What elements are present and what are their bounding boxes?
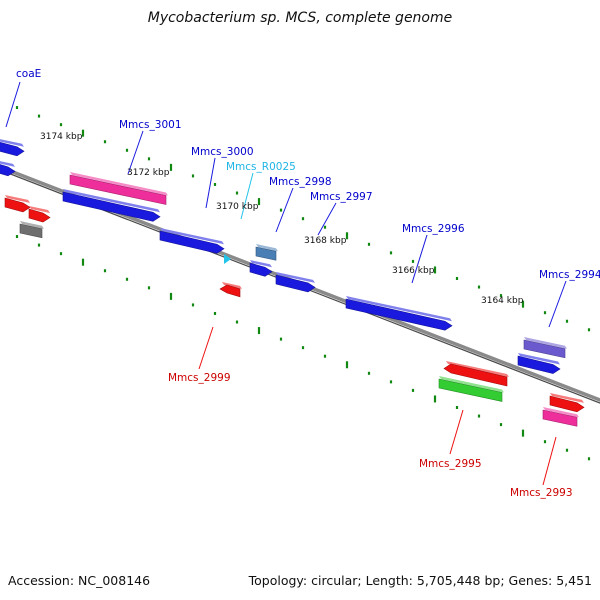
genome-summary-text: Topology: circular; Length: 5,705,448 bp… xyxy=(248,573,592,588)
gene-block-left-blue[interactable] xyxy=(62,189,161,222)
connector-mmcs-2993 xyxy=(542,436,557,486)
gene-block-mmcs-2996-face xyxy=(345,298,453,331)
scale-ticks xyxy=(15,106,591,461)
connector-mmcs-2999 xyxy=(198,326,214,370)
gene-label-mmcs-2993[interactable]: Mmcs_2993 xyxy=(510,487,573,499)
gene-block-mmcs-3001[interactable] xyxy=(69,172,168,205)
scale-label-3164: 3164 kbp xyxy=(481,296,524,306)
connector-mmcs-2994 xyxy=(548,280,567,328)
gene-block-mmcs-2995-red-face xyxy=(443,363,508,387)
gene-label-mmcs-2997[interactable]: Mmcs_2997 xyxy=(310,191,373,203)
gene-block-right-red-top xyxy=(550,393,584,403)
connector-mmcs-2997 xyxy=(317,202,337,236)
gene-label-coaE[interactable]: coaE xyxy=(16,68,41,80)
connector-mmcs-2995 xyxy=(449,409,464,455)
gene-block-mmcs-2993-face xyxy=(542,409,578,427)
gene-block-mmcs-3001-face xyxy=(69,174,167,205)
connector-mmcs-3000 xyxy=(205,157,216,209)
gene-block-coaE-1-face xyxy=(0,142,25,157)
gene-block-small-blue-face xyxy=(249,262,273,277)
gene-block-mmcs-2999[interactable] xyxy=(219,282,242,298)
gene-block-right-blue-top xyxy=(518,353,560,365)
gene-block-mmcs-2997-face xyxy=(275,274,316,293)
gene-block-mmcs-3000-face xyxy=(159,230,225,254)
gene-block-mmcs-2995-red-top xyxy=(446,361,509,378)
gene-block-red-2[interactable] xyxy=(28,206,51,223)
gene-block-mmcs-2995-top xyxy=(439,376,504,393)
gene-block-grey[interactable] xyxy=(19,221,44,239)
gene-block-mmcs-2994-top xyxy=(524,337,567,349)
gene-block-small-blue-top xyxy=(250,260,272,268)
scale-label-3168: 3168 kbp xyxy=(304,236,347,246)
connector-mmcs-3001 xyxy=(127,130,144,175)
gene-block-grey-face xyxy=(19,223,43,239)
gene-block-mmcs-2994[interactable] xyxy=(523,337,567,359)
gene-label-mmcs-3001[interactable]: Mmcs_3001 xyxy=(119,119,182,131)
gene-block-red-1-face xyxy=(4,197,31,213)
gene-block-coaE-2[interactable] xyxy=(0,160,16,177)
gene-block-mmcs-2996[interactable] xyxy=(345,296,453,331)
gene-block-mmcs-2993[interactable] xyxy=(542,407,579,427)
gene-block-mmcs-2993-top xyxy=(543,407,579,418)
scale-label-3170: 3170 kbp xyxy=(216,202,259,212)
gene-block-mmcs-2999-top xyxy=(222,282,242,289)
gene-block-mmcs-2998[interactable] xyxy=(255,244,278,261)
gene-block-right-blue-face xyxy=(517,355,561,374)
gene-block-red-2-face xyxy=(28,208,51,223)
accession-text: Accession: NC_008146 xyxy=(8,573,151,588)
gene-block-mmcs-2996-top xyxy=(346,296,452,322)
gene-block-red-2-top xyxy=(29,206,50,214)
gene-block-mmcs-2999-face xyxy=(219,284,241,298)
gene-block-mmcs-3000[interactable] xyxy=(159,228,225,254)
gene-block-mmcs-2997-top xyxy=(276,272,315,283)
gene-block-coaE-2-top xyxy=(0,161,15,167)
gene-block-mmcs-2998-top xyxy=(256,244,278,252)
gene-block-red-1[interactable] xyxy=(4,195,31,213)
gene-block-red-1-top xyxy=(5,195,30,203)
genome-title: Mycobacterium sp. MCS, complete genome xyxy=(147,10,453,26)
gene-block-mmcs-2995-red[interactable] xyxy=(443,361,509,387)
gene-label-mmcs-2998[interactable]: Mmcs_2998 xyxy=(269,176,332,188)
gene-block-right-red-face xyxy=(549,395,585,413)
gene-block-mmcs-2998-face xyxy=(255,246,277,261)
gene-label-mmcs-2999[interactable]: Mmcs_2999 xyxy=(168,372,231,384)
gene-block-right-blue[interactable] xyxy=(517,353,561,374)
gene-label-mmcs-2994[interactable]: Mmcs_2994 xyxy=(539,269,600,281)
gene-block-left-blue-face xyxy=(62,191,161,222)
gene-block-coaE-1[interactable] xyxy=(0,138,25,157)
gene-block-mmcs-r0025[interactable] xyxy=(224,254,231,264)
connector-mmcs-2996 xyxy=(411,234,428,284)
gene-block-mmcs-2994-face xyxy=(523,339,566,359)
gene-label-mmcs-r0025[interactable]: Mmcs_R0025 xyxy=(226,161,296,173)
connector-coaE xyxy=(5,81,21,128)
connector-mmcs-r0025 xyxy=(240,172,254,220)
gene-block-mmcs-3001-top xyxy=(70,172,168,196)
gene-block-small-blue[interactable] xyxy=(249,260,273,277)
gene-block-right-red[interactable] xyxy=(549,393,585,413)
gene-block-mmcs-2997[interactable] xyxy=(275,272,316,293)
scale-label-3166: 3166 kbp xyxy=(392,266,435,276)
gene-block-grey-top xyxy=(20,221,44,229)
label-connectors xyxy=(5,81,567,486)
scale-label-3174: 3174 kbp xyxy=(40,132,83,142)
scale-label-3172: 3172 kbp xyxy=(127,168,170,178)
gene-block-mmcs-2995-face xyxy=(438,378,503,402)
gene-block-left-blue-top xyxy=(63,189,160,213)
gene-features xyxy=(0,138,585,427)
connector-mmcs-2998 xyxy=(275,187,294,233)
gene-block-coaE-1-top xyxy=(0,139,24,147)
gene-label-mmcs-2995[interactable]: Mmcs_2995 xyxy=(419,458,482,470)
gene-block-mmcs-2995[interactable] xyxy=(438,376,504,402)
gene-block-mmcs-3000-top xyxy=(160,228,224,245)
gene-label-mmcs-2996[interactable]: Mmcs_2996 xyxy=(402,223,465,235)
gene-block-coaE-2-face xyxy=(0,164,16,177)
gene-label-mmcs-3000[interactable]: Mmcs_3000 xyxy=(191,146,254,158)
